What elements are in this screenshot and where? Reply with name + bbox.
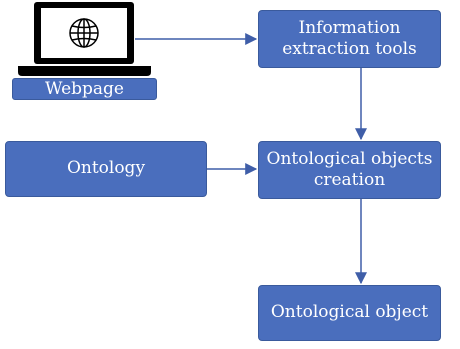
information-extraction-tools-node: Information extraction tools — [258, 10, 441, 68]
information-extraction-tools-label: Information extraction tools — [282, 17, 417, 59]
ontological-objects-creation-node: Ontological objects creation — [258, 141, 441, 199]
ontological-object-node: Ontological object — [258, 285, 441, 341]
ontological-object-label: Ontological object — [270, 302, 429, 323]
ontological-objects-creation-label: Ontological objects creation — [266, 148, 433, 190]
ontology-label: Ontology — [66, 158, 146, 179]
ontology-node: Ontology — [5, 141, 207, 197]
webpage-label: Webpage — [12, 78, 157, 100]
laptop-icon — [18, 2, 151, 76]
globe-icon — [69, 18, 99, 48]
